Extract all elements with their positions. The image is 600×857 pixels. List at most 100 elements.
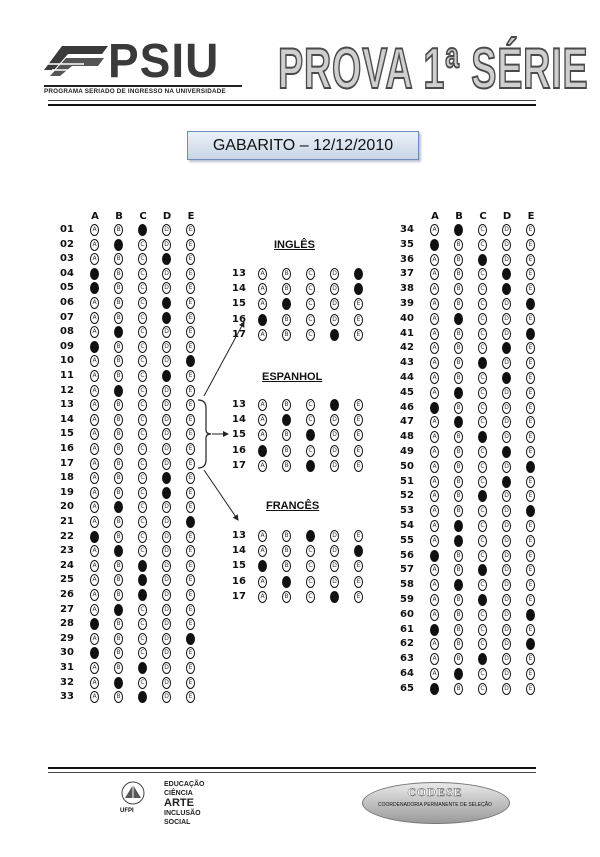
brace-icon [197, 399, 212, 469]
bubble-a: A [90, 676, 99, 689]
bubble-marked: B [454, 520, 463, 532]
question-number: 23 [60, 545, 74, 557]
option-letter: D [502, 211, 512, 222]
bubble-a: A [90, 355, 99, 368]
bubble-c: C [138, 457, 147, 470]
bubble-e: E [526, 431, 535, 444]
bubble-d: D [162, 267, 171, 280]
bubble-c: C [306, 399, 315, 411]
bubble-d: D [162, 545, 171, 558]
option-letter: C [139, 211, 147, 222]
bubble-marked: D [162, 486, 171, 499]
question-number: 01 [60, 224, 74, 235]
bubble-a: A [430, 253, 439, 266]
slogan: EDUCAÇÃO CIÊNCIA ARTE INCLUSÃO SOCIAL [164, 780, 214, 827]
bubble-marked: A [90, 340, 99, 353]
bubble-c: C [478, 416, 487, 429]
question-number: 24 [60, 559, 74, 571]
bubble-e: E [526, 579, 535, 592]
bubble-e: E [526, 549, 535, 562]
question-number: 13 [232, 530, 246, 541]
option-letter: C [479, 211, 487, 222]
bubble-d: D [162, 516, 171, 528]
bubble-marked: E [186, 355, 195, 368]
question-number: 26 [60, 589, 74, 600]
bubble-b: B [282, 313, 291, 326]
bubble-marked: D [502, 268, 511, 281]
question-number: 17 [232, 459, 246, 471]
bubble-e: E [526, 446, 535, 458]
bubble-a: A [430, 653, 439, 666]
question-number: 16 [232, 575, 246, 587]
bubble-marked: C [478, 431, 487, 444]
question-number: 20 [60, 501, 74, 513]
bubble-c: C [138, 428, 147, 441]
bubble-b: B [114, 340, 123, 353]
bubble-d: D [502, 386, 511, 399]
bubble-e: E [526, 357, 535, 370]
bubble-c: C [478, 386, 487, 399]
bubble-a: A [90, 224, 99, 236]
slogan-line: SOCIAL [164, 819, 191, 826]
bubble-b: B [114, 297, 123, 309]
bubble-marked: B [114, 384, 123, 397]
header: PSIU PROGRAMA SERIADO DE INGRESSO NA UNI… [0, 0, 600, 110]
bubble-c: C [306, 545, 315, 558]
bubble-a: A [258, 429, 267, 442]
bubble-c: C [478, 446, 487, 458]
question-number: 40 [400, 312, 414, 324]
bubble-d: D [330, 268, 339, 280]
bubble-d: D [162, 443, 171, 455]
bubble-a: A [430, 357, 439, 370]
bubble-d: D [502, 238, 511, 251]
bubble-d: D [330, 313, 339, 326]
bubble-marked: D [502, 446, 511, 458]
bubble-c: C [138, 282, 147, 295]
bubble-marked: B [454, 668, 463, 680]
bubble-b: B [282, 399, 291, 411]
bubble-b: B [114, 355, 123, 368]
question-number: 13 [232, 399, 246, 410]
bubble-d: D [502, 357, 511, 370]
bubble-c: C [478, 608, 487, 621]
question-number: 15 [232, 429, 246, 441]
bubble-e: E [526, 224, 535, 236]
bubble-b: B [282, 328, 291, 341]
bubble-a: A [430, 224, 439, 236]
bubble-c: C [478, 668, 487, 680]
bubble-marked: C [306, 459, 315, 472]
bubble-c: C [138, 326, 147, 339]
bubble-d: D [162, 282, 171, 295]
question-number: 14 [232, 283, 246, 295]
question-number: 45 [400, 386, 414, 398]
bubble-c: C [478, 638, 487, 651]
footer-codese: CODESE COORDENADORIA PERMANENTE DE SELEÇ… [362, 782, 510, 826]
question-number: 49 [400, 446, 414, 457]
bubble-e: E [186, 326, 195, 339]
bubble-e: E [186, 589, 195, 601]
bubble-e: E [526, 238, 535, 251]
bubble-marked: A [430, 623, 439, 636]
question-number: 14 [232, 414, 246, 426]
bubble-b: B [282, 530, 291, 542]
question-number: 15 [232, 560, 246, 572]
bubble-marked: A [90, 647, 99, 660]
bubble-marked: B [114, 326, 123, 339]
question-number: 43 [400, 357, 414, 369]
bubble-a: A [430, 298, 439, 310]
bubble-d: D [502, 401, 511, 414]
bubble-a: A [258, 459, 267, 472]
